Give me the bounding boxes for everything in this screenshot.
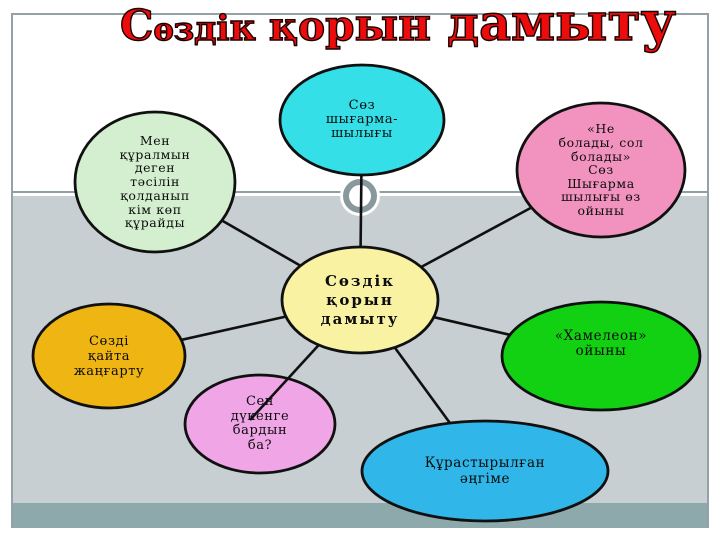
node-label-khameleon-oiyny: «Хамелеон» ойыны — [554, 328, 648, 359]
node-sozdi-qaita-zhangartu — [31, 302, 187, 410]
node-men-quralmyn — [73, 110, 237, 254]
frame-top-line — [11, 13, 708, 15]
frame-right-line — [707, 13, 709, 528]
node-center — [280, 245, 440, 355]
node-soz-shygarmashylygy — [278, 63, 446, 177]
node-label-soz-shygarmashylygy: Сөз шығарма- шылығы — [325, 98, 399, 141]
background-footer-band — [13, 503, 708, 528]
node-label-sen-dukenge-bardyn-ba: Сен дүкенге бардын ба? — [230, 394, 290, 453]
node-label-qurastyrylgan-angime: Құрастырылған әңгіме — [424, 455, 546, 487]
node-qurastyrylgan-angime — [360, 419, 610, 523]
node-label-sozdi-qaita-zhangartu: Сөзді қайта жаңғарту — [73, 333, 145, 379]
slide-title: Сөздік қорын дамыту — [119, 0, 676, 53]
node-khameleon-oiyny — [500, 300, 702, 412]
frame-left-line — [11, 13, 13, 528]
node-label-center: Сөздік қорын дамыту — [320, 271, 400, 328]
node-ne-bolady-sol-bolady — [515, 101, 687, 239]
node-sen-dukenge-bardyn-ba — [183, 373, 337, 475]
node-label-men-quralmyn: Мен құралмын деген тәсілін қолданып кім … — [119, 132, 191, 231]
node-label-ne-bolady-sol-bolady: «Не болады, сол болады» Сөз Шығарма шылы… — [558, 121, 644, 218]
